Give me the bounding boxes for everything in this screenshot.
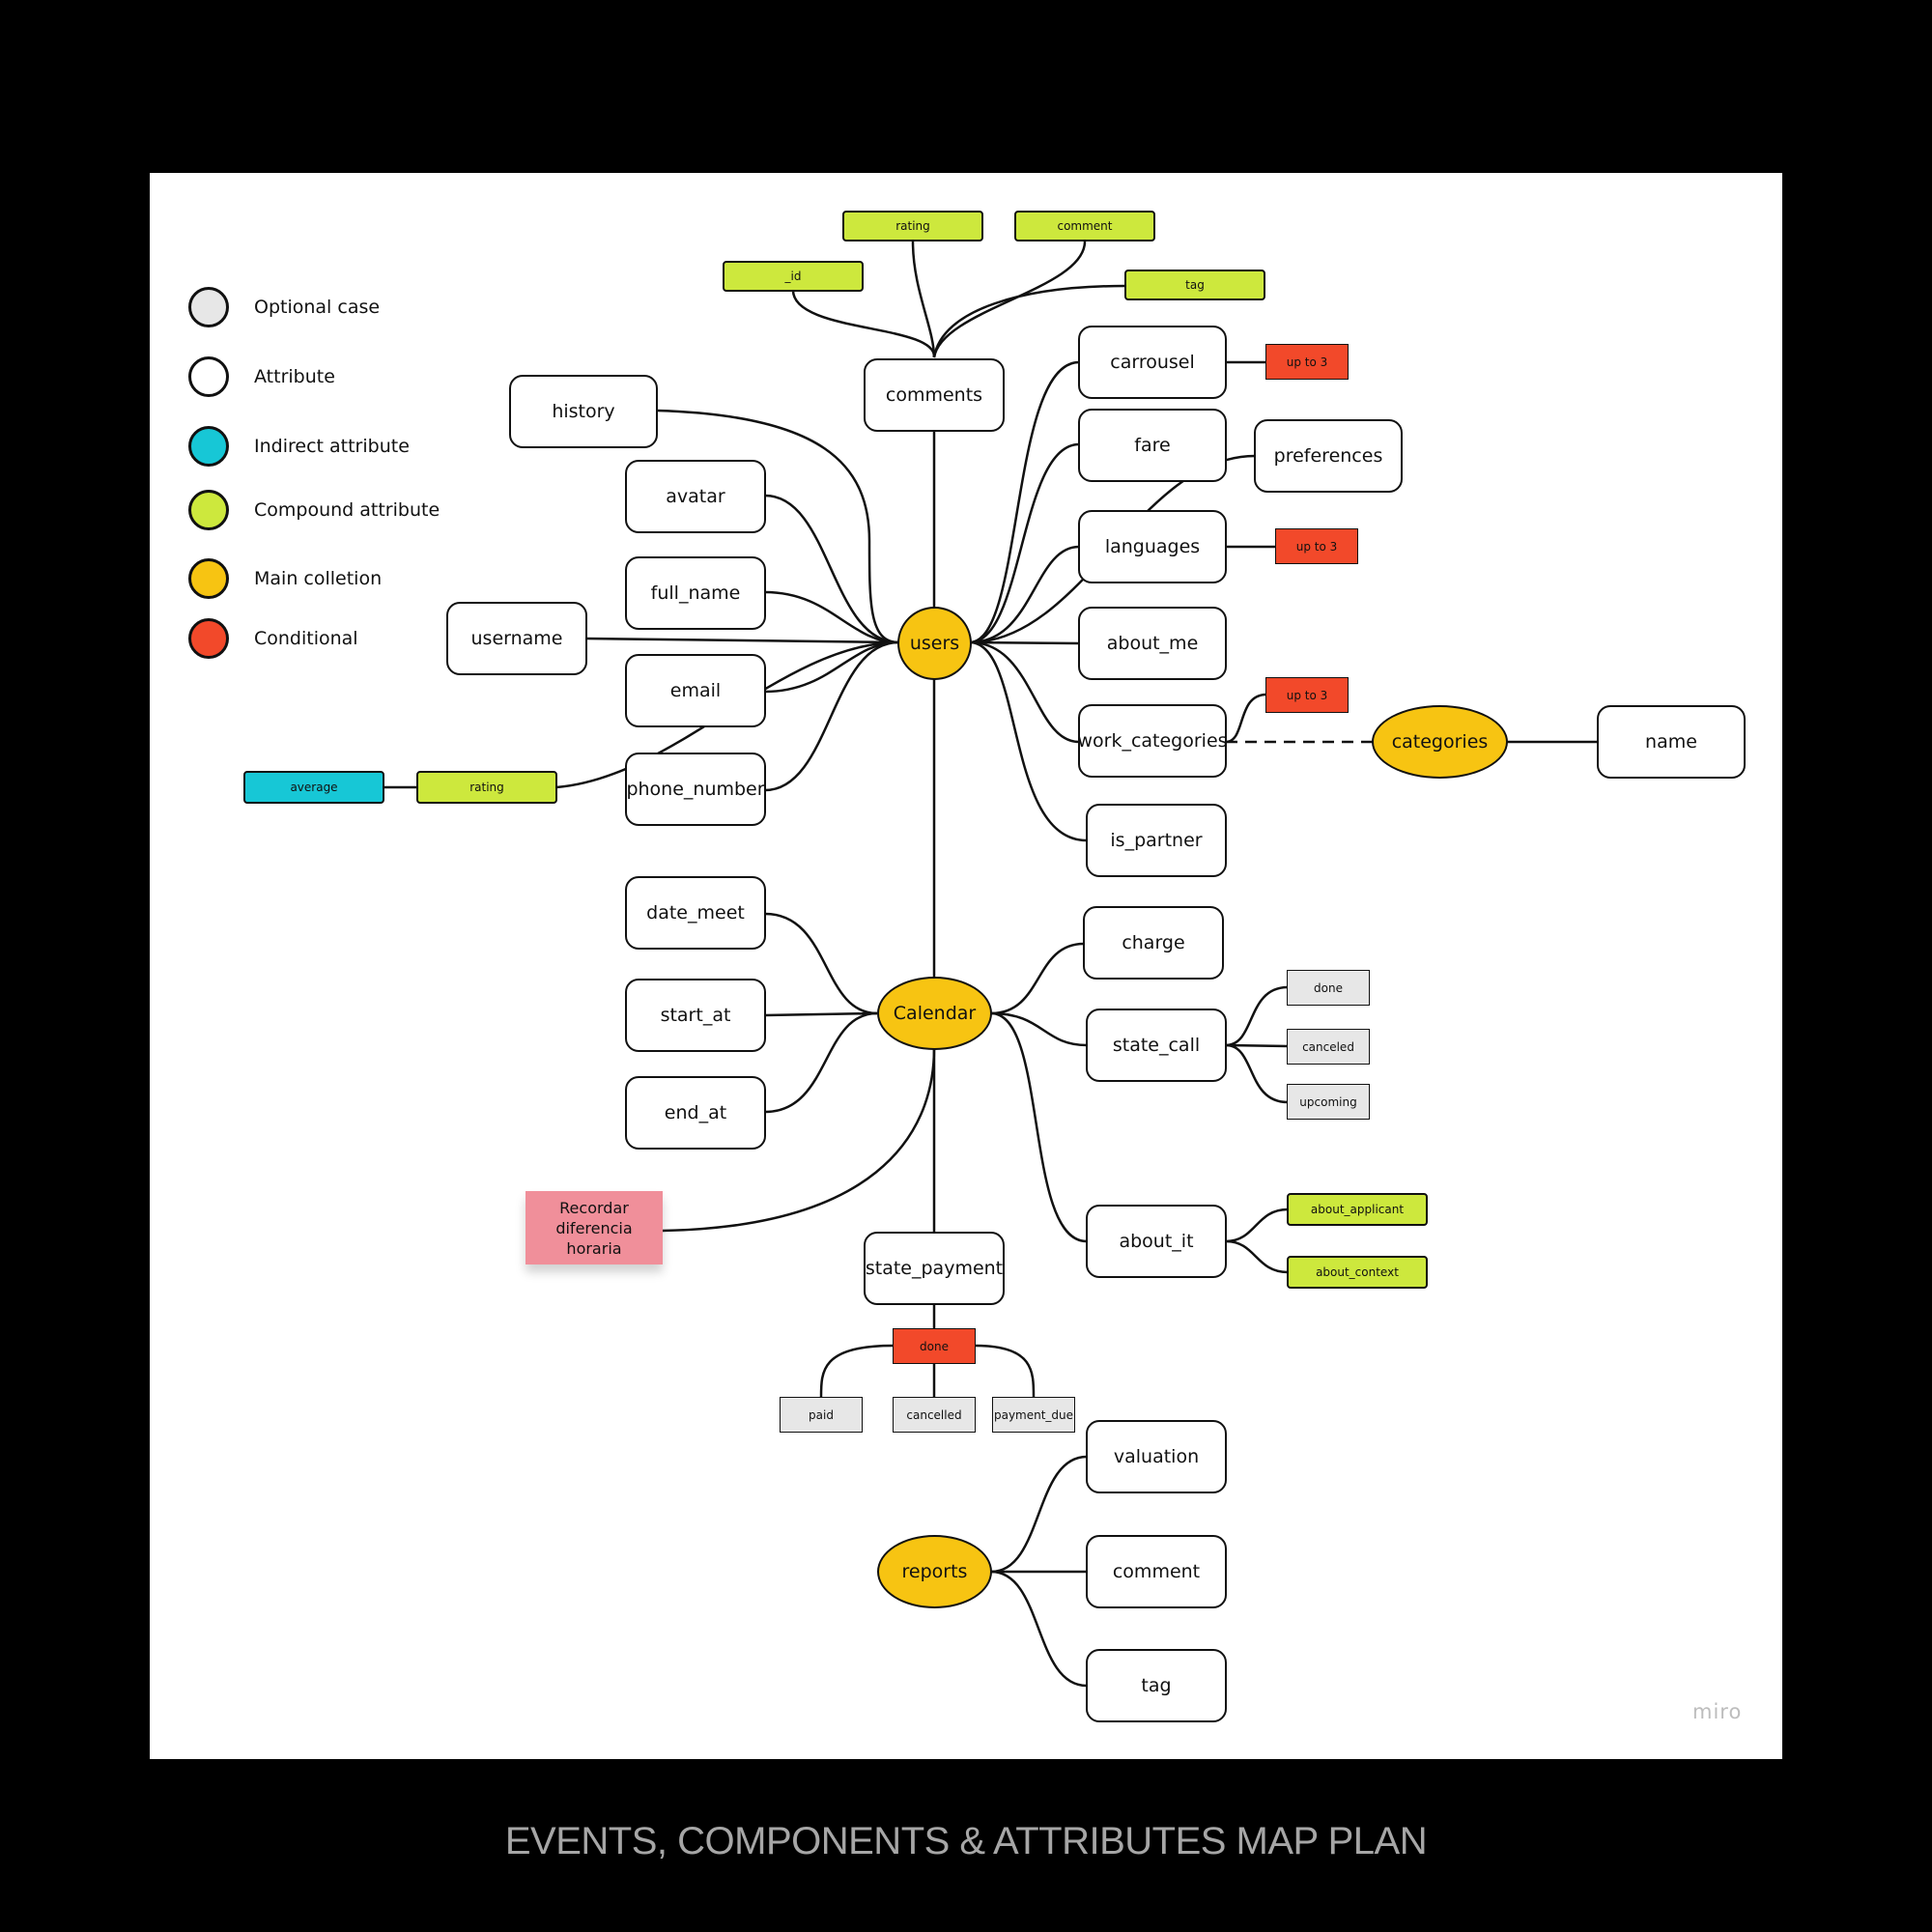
node-email[interactable]: email bbox=[625, 654, 766, 727]
node-about-it[interactable]: about_it bbox=[1086, 1205, 1227, 1278]
node-calendar[interactable]: Calendar bbox=[877, 977, 992, 1050]
node-comment-rating[interactable]: rating bbox=[842, 211, 983, 242]
connector bbox=[990, 1570, 1088, 1688]
node-user-rating[interactable]: rating bbox=[416, 771, 557, 804]
legend-label: Main colletion bbox=[254, 568, 383, 589]
node-up-to-3[interactable]: up to 3 bbox=[1275, 528, 1358, 564]
node-username[interactable]: username bbox=[446, 602, 587, 675]
connector bbox=[990, 942, 1085, 1015]
node-avatar[interactable]: avatar bbox=[625, 460, 766, 533]
connector bbox=[764, 912, 878, 1015]
node-name[interactable]: name bbox=[1597, 705, 1746, 779]
connector bbox=[764, 1011, 878, 1017]
node-carrousel[interactable]: carrousel bbox=[1078, 326, 1227, 399]
node-state-call-done[interactable]: done bbox=[1287, 970, 1370, 1006]
node-languages[interactable]: languages bbox=[1078, 510, 1227, 583]
connector bbox=[932, 284, 1125, 358]
node-charge[interactable]: charge bbox=[1083, 906, 1224, 980]
connector bbox=[791, 289, 936, 358]
connector bbox=[969, 442, 1080, 644]
legend-dot-compound bbox=[188, 490, 229, 530]
node-state-call-canceled[interactable]: canceled bbox=[1287, 1029, 1370, 1065]
node-reports[interactable]: reports bbox=[877, 1535, 992, 1608]
legend-dot-main bbox=[188, 558, 229, 599]
legend-label: Attribute bbox=[254, 366, 335, 387]
connector bbox=[990, 1455, 1088, 1574]
legend-dot-attribute bbox=[188, 356, 229, 397]
connector bbox=[990, 1011, 1088, 1047]
connector bbox=[990, 1011, 1088, 1243]
connector bbox=[1225, 1043, 1289, 1104]
connector bbox=[969, 545, 1080, 644]
connector bbox=[969, 640, 1080, 645]
node-fare[interactable]: fare bbox=[1078, 409, 1227, 482]
node-preferences[interactable]: preferences bbox=[1254, 419, 1403, 493]
node-average[interactable]: average bbox=[243, 771, 384, 804]
connector bbox=[764, 640, 899, 792]
connector bbox=[1225, 1208, 1289, 1243]
node-users[interactable]: users bbox=[897, 607, 972, 680]
connector bbox=[969, 640, 1088, 842]
diagram-board bbox=[150, 173, 1782, 1759]
node-work-categories[interactable]: work_categories bbox=[1077, 704, 1228, 778]
node-phone-number[interactable]: phone_number bbox=[625, 753, 766, 826]
connector bbox=[1225, 1043, 1289, 1048]
legend-label: Compound attribute bbox=[254, 499, 440, 521]
node-is-partner[interactable]: is_partner bbox=[1086, 804, 1227, 877]
node-categories[interactable]: categories bbox=[1372, 705, 1508, 779]
node-about-me[interactable]: about_me bbox=[1078, 607, 1227, 680]
node-valuation[interactable]: valuation bbox=[1086, 1420, 1227, 1493]
connector bbox=[911, 241, 936, 358]
connector bbox=[764, 494, 899, 644]
node-up-to-3[interactable]: up to 3 bbox=[1265, 677, 1349, 713]
miro-watermark: miro bbox=[1692, 1700, 1743, 1723]
connector bbox=[764, 590, 899, 644]
node-payment-due[interactable]: payment_due bbox=[992, 1397, 1075, 1433]
node-state-payment-done[interactable]: done bbox=[893, 1328, 976, 1364]
connector bbox=[1225, 985, 1289, 1047]
node-cancelled[interactable]: cancelled bbox=[893, 1397, 976, 1433]
node-full-name[interactable]: full_name bbox=[625, 556, 766, 630]
sticky-note[interactable]: Recordar diferencia horaria bbox=[526, 1191, 663, 1264]
legend-label: Optional case bbox=[254, 297, 381, 318]
connector bbox=[819, 1344, 894, 1398]
legend-label: Conditional bbox=[254, 628, 358, 649]
connector bbox=[969, 360, 1080, 644]
connector bbox=[656, 409, 899, 644]
node-state-payment[interactable]: state_payment bbox=[864, 1232, 1005, 1305]
node-about-context[interactable]: about_context bbox=[1287, 1256, 1428, 1289]
node-end-at[interactable]: end_at bbox=[625, 1076, 766, 1150]
connector bbox=[932, 241, 1087, 358]
legend-dot-indirect bbox=[188, 426, 229, 467]
node-comment-id[interactable]: _id bbox=[723, 261, 864, 292]
node-state-call-upcoming[interactable]: upcoming bbox=[1287, 1084, 1370, 1120]
connector bbox=[975, 1344, 1036, 1398]
connector bbox=[1225, 693, 1267, 744]
node-date-meet[interactable]: date_meet bbox=[625, 876, 766, 950]
node-report-tag[interactable]: tag bbox=[1086, 1649, 1227, 1722]
node-start-at[interactable]: start_at bbox=[625, 979, 766, 1052]
connector bbox=[585, 637, 899, 644]
legend-dot-conditional bbox=[188, 618, 229, 659]
connector bbox=[1225, 1239, 1289, 1274]
legend-dot-optional bbox=[188, 287, 229, 327]
node-up-to-3[interactable]: up to 3 bbox=[1265, 344, 1349, 380]
connector bbox=[764, 1011, 878, 1114]
node-comments[interactable]: comments bbox=[864, 358, 1005, 432]
legend-label: Indirect attribute bbox=[254, 436, 410, 457]
connector bbox=[969, 640, 1080, 744]
page-title: EVENTS, COMPONENTS & ATTRIBUTES MAP PLAN bbox=[504, 1820, 1428, 1862]
connector bbox=[764, 640, 899, 694]
node-about-applicant[interactable]: about_applicant bbox=[1287, 1193, 1428, 1226]
node-comment-tag[interactable]: tag bbox=[1124, 270, 1265, 300]
node-paid[interactable]: paid bbox=[780, 1397, 863, 1433]
node-state-call[interactable]: state_call bbox=[1086, 1009, 1227, 1082]
node-history[interactable]: history bbox=[509, 375, 658, 448]
node-report-comment[interactable]: comment bbox=[1086, 1535, 1227, 1608]
node-comment-comment[interactable]: comment bbox=[1014, 211, 1155, 242]
connector bbox=[662, 1047, 936, 1233]
